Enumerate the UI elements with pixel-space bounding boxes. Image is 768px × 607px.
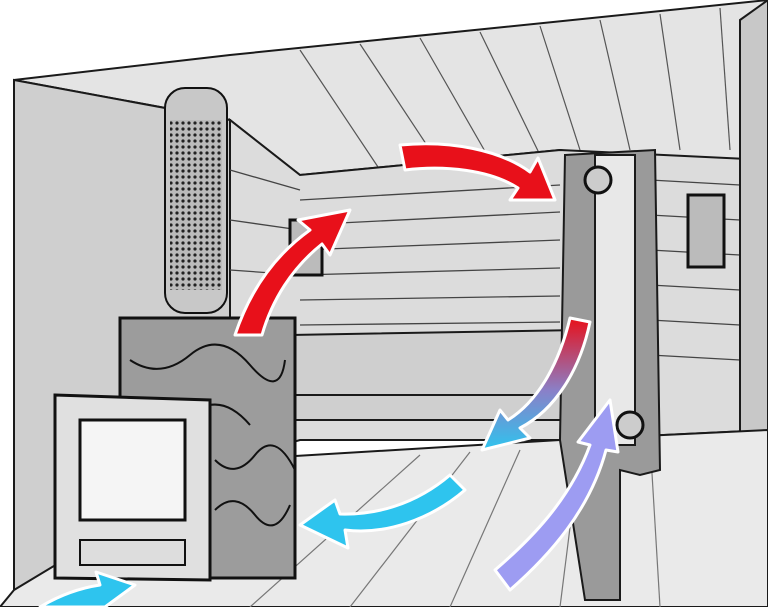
vent-opening-bottom [615,410,645,440]
wall-lamp-right [686,193,726,269]
ash-drawer [79,539,186,566]
hot-air-arrow-ceiling-to-duct [398,142,557,202]
hot-air-arrow-stove-up [233,208,352,337]
chimney-mesh [170,120,222,290]
return-air-arrow-up [493,398,620,592]
vent-opening-top [583,165,613,195]
cool-air-arrow-floor-to-stove [298,473,467,550]
cool-air-arrow-inlet [38,570,137,607]
mixed-air-arrow-duct-down [480,316,592,452]
wall-logs [229,169,741,361]
ceiling-boards [299,7,731,171]
stove-door-glass [78,418,187,522]
